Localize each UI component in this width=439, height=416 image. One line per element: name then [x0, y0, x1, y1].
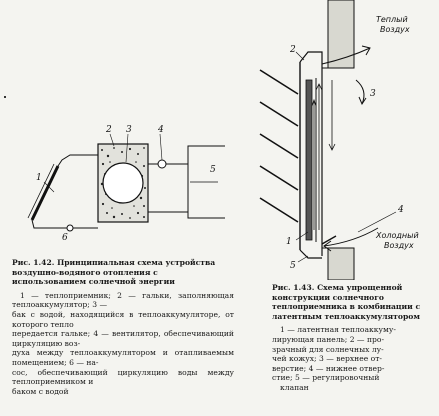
label-3: 3 — [370, 89, 376, 99]
caption-figure-1-42: Рис. 1.42. Принципиальная схема устройст… — [12, 258, 234, 396]
regulating-valve — [321, 235, 337, 245]
caption-title-text: Принципиальная схема устройства воздушно… — [12, 258, 216, 287]
figure-1-42-diagram: 1 2 3 4 5 6 — [27, 125, 225, 243]
caption-lead: Рис. 1.42. — [12, 258, 55, 267]
caption-line: 1 — латентная теплоаккуму- — [280, 325, 396, 335]
caption-line: баком с водой — [12, 386, 69, 396]
label-5: 5 — [210, 165, 216, 175]
pipe-upper — [57, 154, 98, 167]
bottom-housing — [299, 249, 322, 259]
caption-body: 1 — теплоприемник; 2 — гальки, заполняющ… — [12, 291, 234, 397]
caption-body: 1 — латентная теплоаккуму- лирующая пане… — [272, 325, 432, 392]
caption-line: клапан — [280, 382, 309, 392]
caption-line: 1 — теплоприемник; 2 — гальки, заполняющ… — [12, 290, 234, 310]
top-housing — [299, 51, 323, 63]
label-1: 1 — [36, 173, 42, 183]
caption-line: бак с водой, находящийся в теплоаккумуля… — [12, 309, 234, 329]
label-5: 5 — [290, 261, 296, 271]
caption-figure-1-43: Рис. 1.43. Схема упрощенной конструкции … — [272, 283, 432, 393]
duct-supply — [166, 145, 225, 165]
label-3: 3 — [126, 125, 132, 135]
label-1: 1 — [286, 237, 292, 247]
duct-return — [148, 211, 225, 219]
leader-2 — [109, 133, 115, 147]
leader-4 — [357, 211, 397, 233]
caption-title: Рис. 1.43. Схема упрощенной конструкции … — [272, 283, 432, 321]
leader-2 — [295, 51, 305, 61]
label-4: 4 — [397, 205, 404, 215]
caption-lead: Рис. 1.43. — [272, 283, 315, 292]
caption-line: стие; 5 — регулировочный — [272, 373, 380, 383]
top-opening-arrow — [355, 79, 367, 106]
cold-air-label-2: Воздух — [384, 241, 414, 250]
water-tank — [102, 162, 144, 204]
leader-1 — [43, 181, 55, 193]
label-4: 4 — [157, 125, 164, 135]
leader-3 — [125, 133, 129, 163]
warm-air-label-2: Воздух — [380, 25, 410, 34]
scan-speck — [4, 96, 6, 98]
leader-5 — [297, 255, 309, 263]
caption-line: верстие; 4 — нижнее отвер- — [272, 363, 385, 373]
leader-1 — [295, 231, 309, 241]
label-6: 6 — [62, 233, 68, 243]
label-2: 2 — [289, 45, 296, 55]
fan — [157, 159, 167, 169]
wall-block-upper — [327, 0, 355, 69]
collector-panel-edge — [27, 163, 55, 219]
caption-line: чей кожух; 3 — верхнее от- — [272, 354, 382, 364]
wall-block-lower — [327, 247, 355, 280]
latent-panel — [305, 79, 313, 241]
cold-air-label-1: Холодный — [375, 231, 419, 240]
label-2: 2 — [105, 125, 112, 135]
sun-rays — [259, 69, 299, 223]
caption-title-text: Схема упрощенной конструкции солнечного … — [272, 283, 421, 321]
warm-air-arrow — [321, 45, 371, 65]
air-flow-down — [328, 80, 336, 151]
pipe-lower — [31, 219, 98, 229]
caption-line: сос, обеспечивающий циркуляцию воды межд… — [12, 367, 234, 387]
figure-1-43-diagram: 2 1 5 3 4 Теплый Воздух Холодный Воздух — [259, 0, 419, 280]
warm-air-label-1: Теплый — [376, 15, 408, 24]
pump — [66, 224, 74, 232]
caption-title: Рис. 1.42. Принципиальная схема устройст… — [12, 258, 234, 287]
air-flow-up — [311, 83, 323, 230]
caption-line: лирующая панель; 2 — про- — [272, 334, 385, 344]
collector-panel — [30, 165, 60, 221]
caption-line: духа между теплоаккумулятором и отаплива… — [12, 348, 234, 367]
caption-line: передается гальке; 4 — вентилятор, обесп… — [12, 329, 234, 348]
cold-air-arrow — [323, 227, 379, 252]
leader-4 — [159, 133, 163, 161]
caption-line: зрачный для солнечных лу- — [272, 344, 384, 354]
